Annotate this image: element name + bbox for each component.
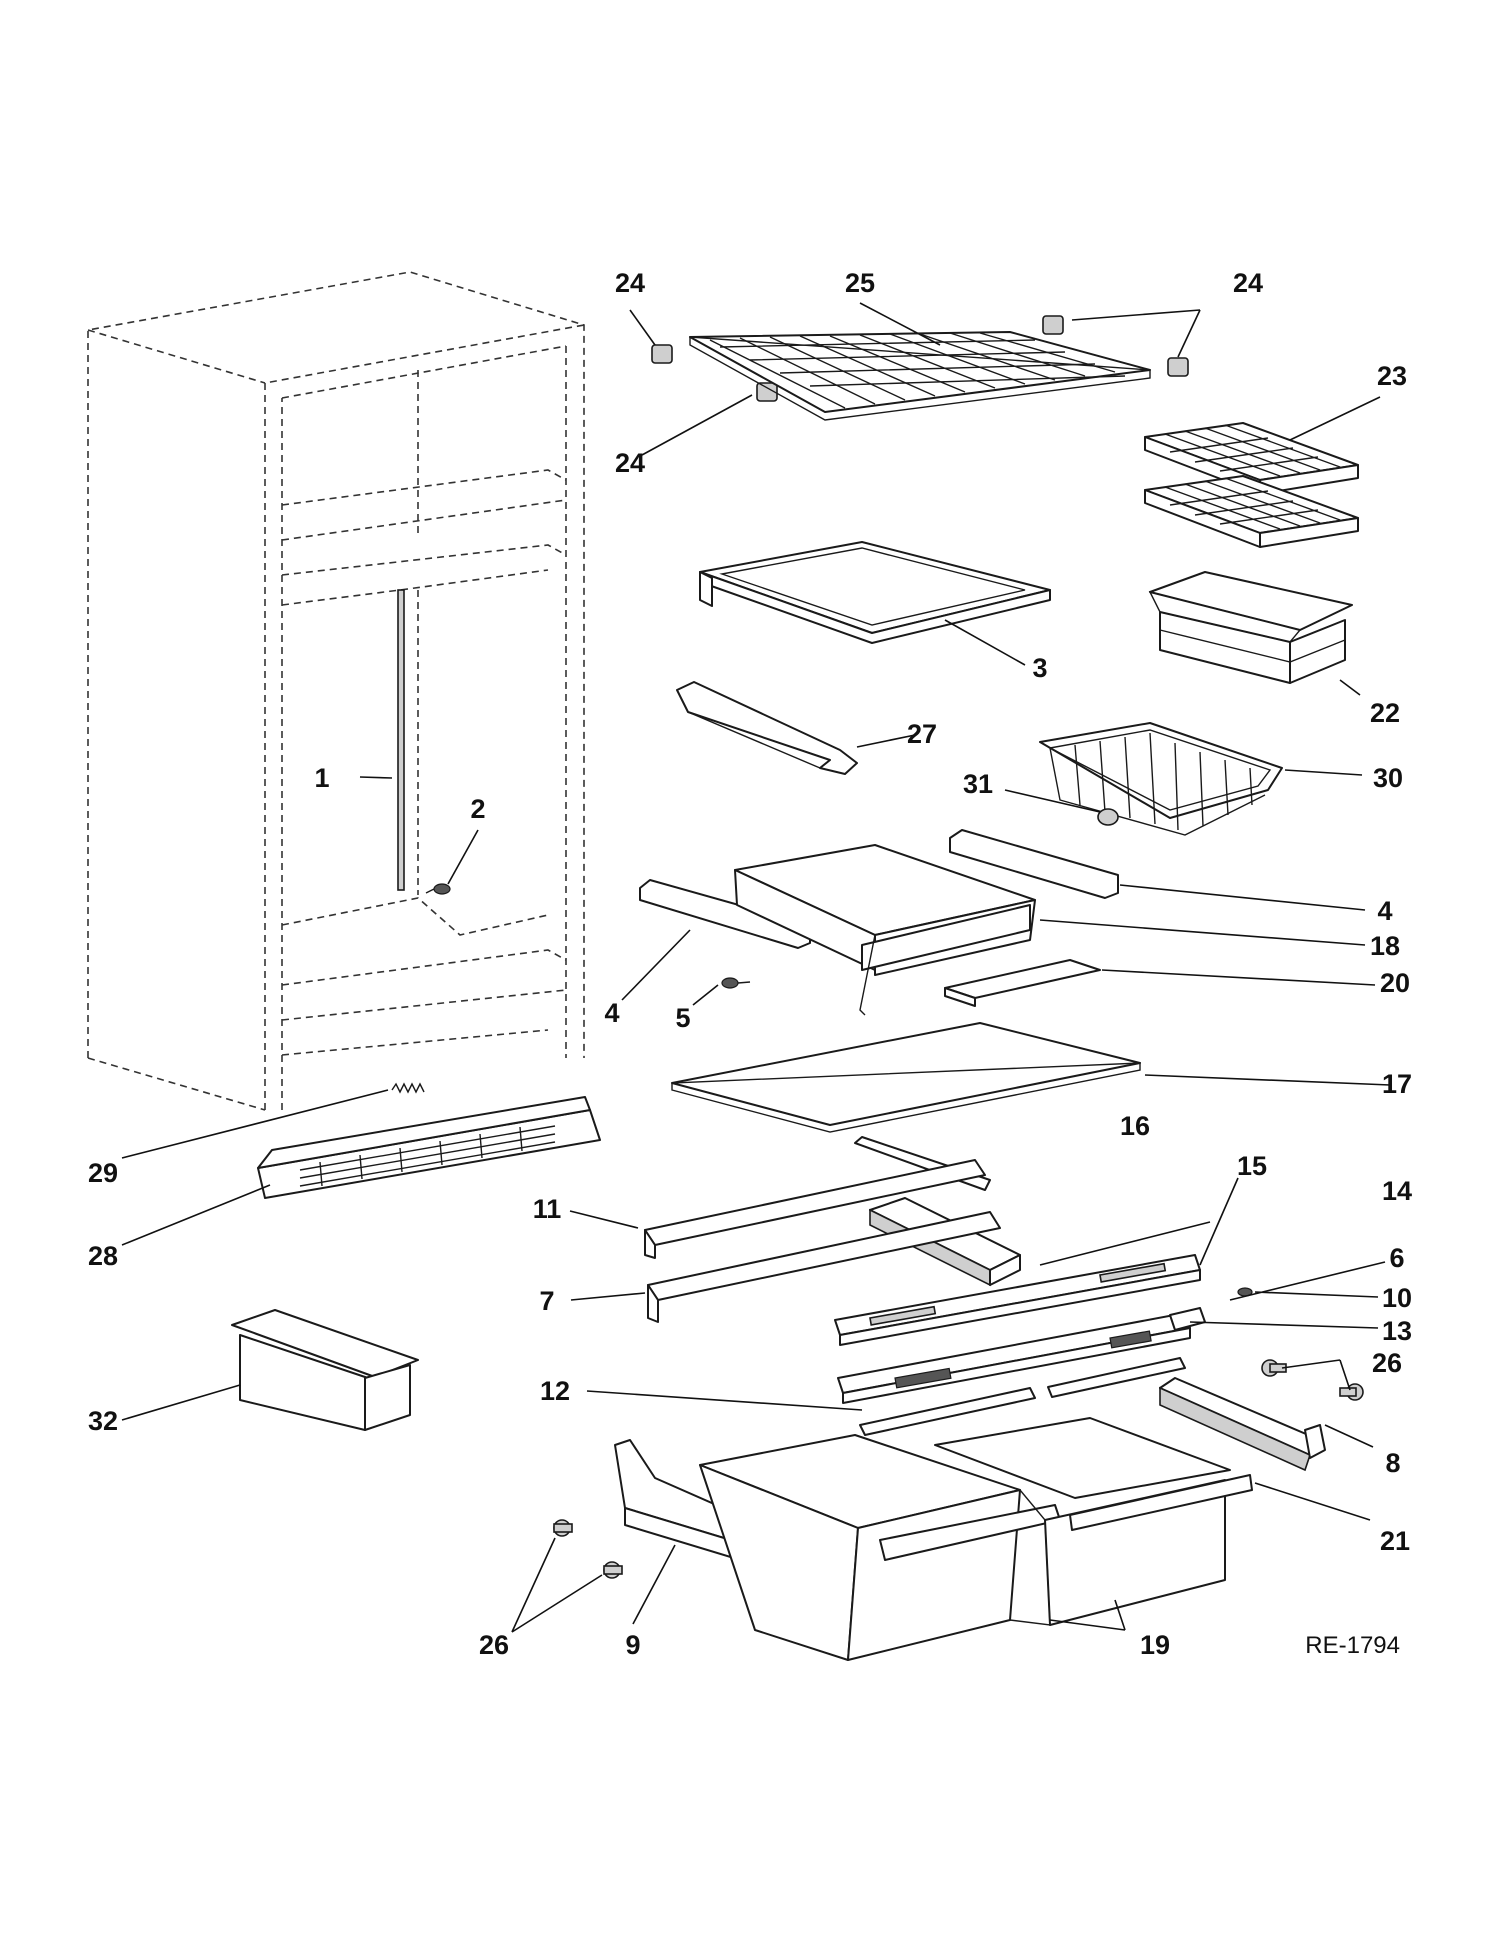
callout-24a: 24 [615,268,645,298]
part-14-bar [834,1254,1201,1346]
part-3-glass-shelf [699,541,1051,644]
callout-1: 1 [314,763,329,793]
part-4-crisper-rails [639,829,1119,949]
callout-10: 10 [1382,1283,1412,1313]
callout-26b: 26 [479,1630,509,1660]
part-20-strip [944,959,1101,1007]
callout-4a: 4 [1377,896,1392,926]
part-7-rail [647,1211,1001,1323]
part-32-small-bin [231,1309,419,1431]
callout-18: 18 [1370,931,1400,961]
callout-9: 9 [625,1630,640,1660]
callout-15: 15 [1237,1151,1267,1181]
part-12-cover-strip [859,1357,1186,1436]
callout-14: 14 [1382,1176,1412,1206]
callout-5: 5 [675,1003,690,1033]
part-18-crisper-drawer [734,844,1036,1016]
part-31-knob [1097,808,1119,826]
callout-16: 16 [1120,1111,1150,1141]
part-27-shelf-trim [676,681,858,775]
callout-13: 13 [1382,1316,1412,1346]
part-13-bar [837,1312,1191,1404]
part-11-rail [644,1159,986,1259]
callout-28: 28 [88,1241,118,1271]
part-22-freezer-bin [1148,571,1353,684]
reference-code: RE-1794 [1305,1632,1400,1659]
callout-24b: 24 [1233,268,1263,298]
callout-17: 17 [1382,1069,1412,1099]
part-19-crisper-bins [699,1417,1253,1661]
callout-29: 29 [88,1158,118,1188]
part-30-wire-basket [1039,722,1283,836]
part-1-shelf-ladder [397,589,405,891]
callout-22: 22 [1370,698,1400,728]
part-17-glass-panel [671,1022,1141,1133]
callout-20: 20 [1380,968,1410,998]
leader-lines [121,302,1391,1633]
part-8-slide [1159,1377,1326,1472]
callout-2: 2 [470,794,485,824]
part-24-shelf-supports [651,315,1189,402]
part-29-spring [391,1082,425,1094]
callout-25: 25 [845,268,875,298]
callout-8: 8 [1385,1448,1400,1478]
callout-4b: 4 [604,998,619,1028]
callout-23: 23 [1377,361,1407,391]
cabinet-outline [87,271,585,1111]
part-6-rail-end [1169,1307,1206,1331]
callout-19: 19 [1140,1630,1170,1660]
part-28-grille [257,1096,601,1199]
callout-3: 3 [1032,653,1047,683]
callout-30: 30 [1373,763,1403,793]
callout-labels: 1 2 3 4 4 5 6 7 8 9 10 11 12 13 14 15 16… [88,268,1412,1660]
part-23-ice-trays [1144,422,1359,548]
callout-24c: 24 [615,448,645,478]
part-26-stops [553,1359,1364,1579]
callout-26a: 26 [1372,1348,1402,1378]
callout-21: 21 [1380,1526,1410,1556]
part-25-wire-shelf [689,331,1151,421]
callout-31: 31 [963,769,993,799]
part-2-screw [425,883,451,895]
part-5-screw [721,977,751,989]
callout-11: 11 [533,1194,562,1224]
callout-32: 32 [88,1406,118,1436]
callout-6: 6 [1389,1243,1404,1273]
callout-27: 27 [907,719,937,749]
callout-7: 7 [539,1286,554,1316]
callout-12: 12 [540,1376,570,1406]
